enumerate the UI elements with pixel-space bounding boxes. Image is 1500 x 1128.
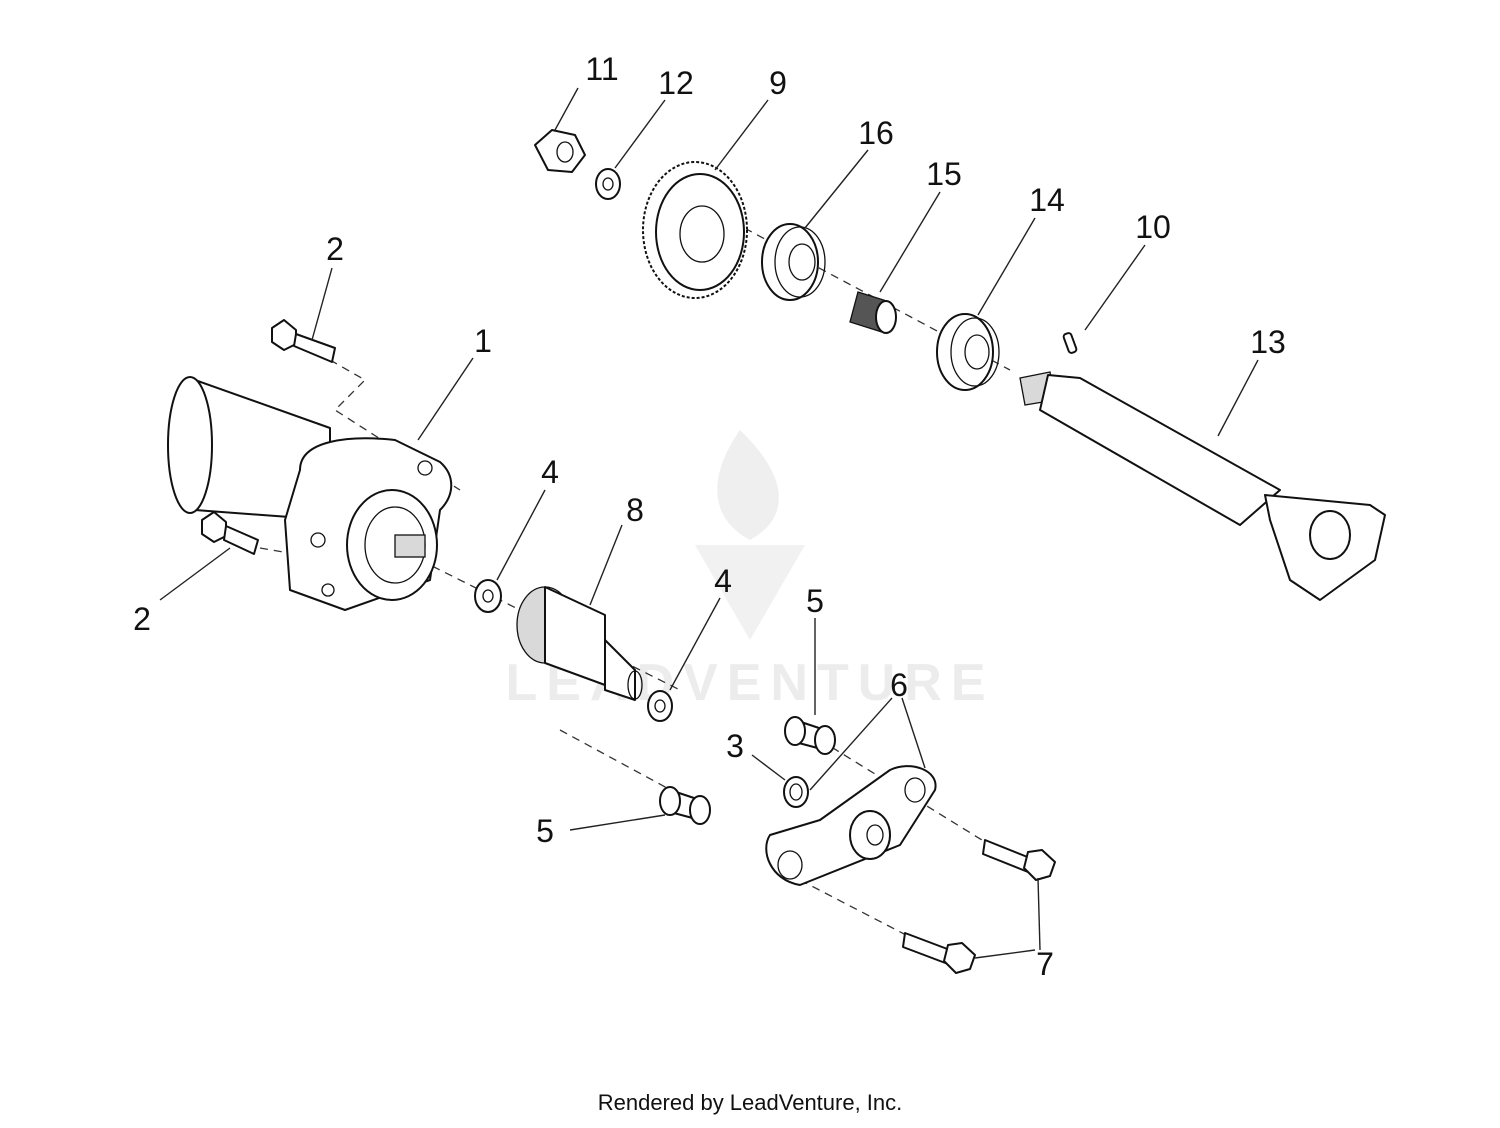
spacer	[783, 776, 809, 808]
callout-15: 15	[926, 156, 962, 192]
starter-shaft	[1019, 371, 1386, 601]
callout-4-upper: 4	[541, 454, 559, 490]
washer-lower	[647, 690, 673, 722]
bracket-bolt-lower	[902, 932, 976, 974]
callout-10: 10	[1135, 209, 1171, 245]
callout-14: 14	[1029, 182, 1065, 218]
bushing-upper	[784, 716, 836, 755]
callout-5-upper: 5	[806, 583, 824, 619]
gear-washer	[595, 168, 621, 200]
leadventure-watermark: LEADVENTURE	[505, 430, 986, 712]
starter-bolt-lower	[201, 511, 259, 555]
bearing-inner	[936, 313, 1000, 391]
callout-12: 12	[658, 65, 694, 101]
starter-bracket	[765, 765, 937, 886]
bracket-bolt-upper	[982, 839, 1056, 881]
bearing-outer	[761, 223, 826, 301]
callout-16: 16	[858, 115, 894, 151]
leader-lines	[159, 87, 1259, 959]
nut	[534, 129, 586, 173]
washer-upper	[474, 579, 502, 613]
callout-2-lower: 2	[133, 601, 151, 637]
callout-11: 11	[585, 51, 618, 87]
starter-motor	[167, 376, 453, 611]
callout-3: 3	[726, 728, 744, 764]
callout-2-upper: 2	[326, 231, 344, 267]
starter-bolt-upper	[271, 319, 336, 363]
starter-drive	[516, 586, 643, 701]
callout-4-lower: 4	[714, 563, 732, 599]
render-credit: Rendered by LeadVenture, Inc.	[597, 1090, 903, 1115]
callout-7: 7	[1036, 946, 1054, 982]
callout-5-lower: 5	[536, 813, 554, 849]
key-pin	[1062, 332, 1078, 354]
callout-6: 6	[890, 667, 908, 703]
callout-9: 9	[769, 65, 787, 101]
callout-labels: 1 2 2 3 4 4 5 5 6 7 8 9 10 11 12 13 14 1…	[133, 51, 1286, 982]
callout-8: 8	[626, 492, 644, 528]
callout-1: 1	[474, 323, 492, 359]
bushing-lower	[659, 786, 711, 825]
needle-bearing	[849, 291, 897, 334]
idler-gear	[642, 161, 748, 299]
callout-13: 13	[1250, 324, 1286, 360]
